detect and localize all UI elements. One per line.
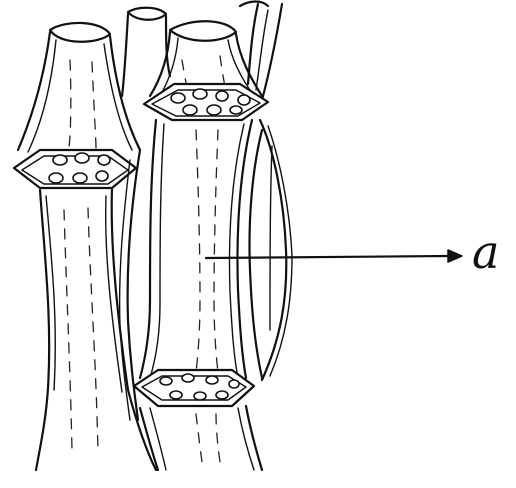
companion-cell-left [120,150,140,420]
sieve-plate-upper [144,84,268,120]
companion-cell [250,120,293,380]
sieve-plate-left [14,150,136,188]
back-tube [122,8,170,96]
pointer-arrow [206,250,462,262]
sieve-plate-lower [134,370,254,406]
label-a: a [472,225,499,279]
